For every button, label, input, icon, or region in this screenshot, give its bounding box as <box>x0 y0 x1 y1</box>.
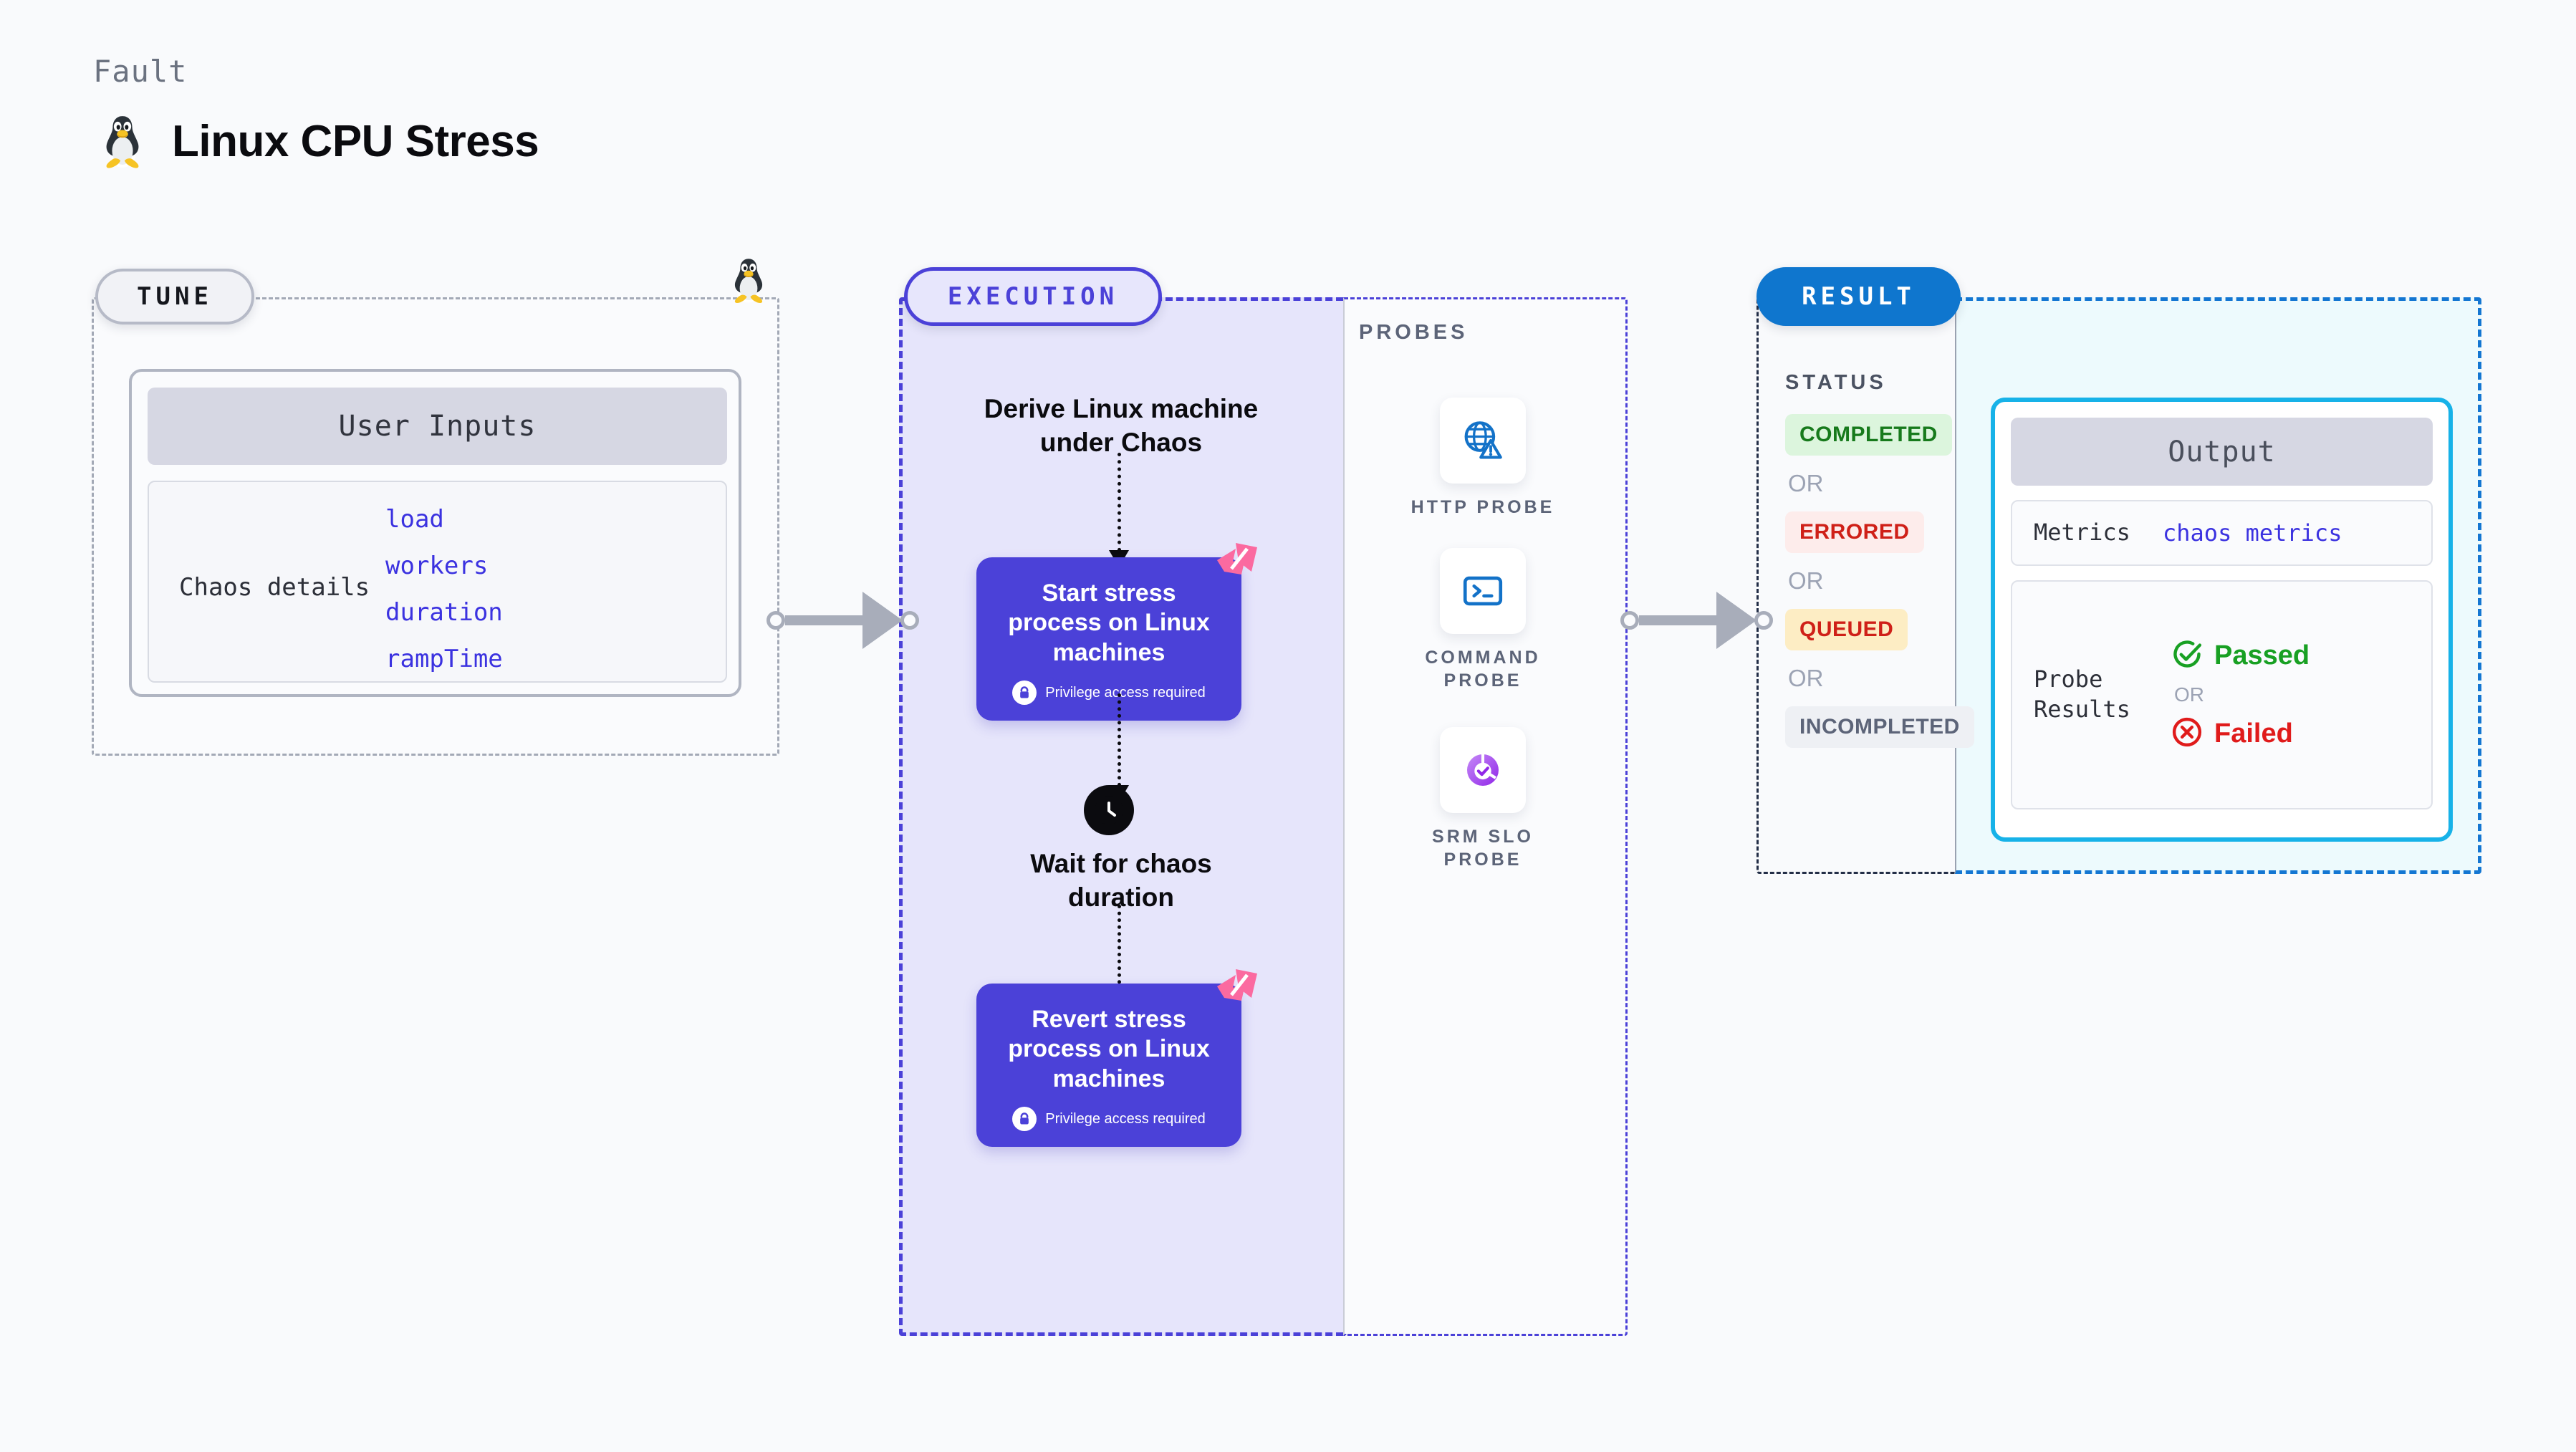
terminal-icon <box>1440 548 1526 634</box>
arrow-head-icon <box>1716 592 1756 649</box>
probe-srm-slo-label: SRM SLO PROBE <box>1432 827 1534 870</box>
status-list: COMPLETED OR ERRORED OR QUEUED OR INCOMP… <box>1785 414 1974 748</box>
connector-line <box>785 615 862 625</box>
probe-srm-slo[interactable]: SRM SLO PROBE <box>1390 727 1576 871</box>
srm-slo-donut-icon <box>1440 727 1526 813</box>
status-badge: QUEUED <box>1785 609 1908 650</box>
list-item: workers <box>385 552 489 580</box>
output-metrics-label: Metrics <box>2034 519 2130 547</box>
status-section-label: STATUS <box>1785 371 1887 394</box>
probe-http-label: HTTP PROBE <box>1410 497 1555 517</box>
status-badge: ERRORED <box>1785 511 1924 553</box>
probe-http[interactable]: HTTP PROBE <box>1390 398 1576 519</box>
page-header: Linux CPU Stress <box>100 113 539 169</box>
execution-step-wait: Wait for chaos duration <box>899 847 1343 914</box>
privilege-note-label: Privilege access required <box>1045 684 1206 701</box>
linux-tux-icon <box>100 113 145 169</box>
probe-command[interactable]: COMMAND PROBE <box>1390 548 1576 692</box>
probe-result-failed: Failed <box>2171 716 2310 751</box>
execution-card-revert-stress[interactable]: Revert stress process on Linux machines … <box>976 969 1257 1148</box>
execution-step-derive: Derive Linux machine under Chaos <box>899 393 1343 459</box>
chaos-details-label: Chaos details <box>179 573 370 602</box>
x-circle-icon <box>2171 716 2203 751</box>
connector-dot <box>1620 611 1639 630</box>
arrow-head-icon <box>862 592 903 649</box>
lock-icon <box>1012 681 1037 706</box>
output-metrics-row: Metrics chaos metrics <box>2011 500 2433 566</box>
probe-result-passed: Passed <box>2171 638 2310 673</box>
output-metrics-value: chaos metrics <box>2163 519 2342 547</box>
page-title: Linux CPU Stress <box>172 116 539 166</box>
flow-arrow-icon <box>1109 453 1129 567</box>
list-item: duration <box>385 598 503 627</box>
output-probe-results-row: Probe Results Passed OR <box>2011 580 2433 809</box>
execution-step-derive-line2: under Chaos <box>1039 427 1203 457</box>
output-card: Output Metrics chaos metrics Probe Resul… <box>1991 398 2453 842</box>
result-status-region <box>1756 297 1956 874</box>
linux-tux-icon <box>729 256 768 304</box>
or-separator: OR <box>2174 683 2204 706</box>
privilege-note: Privilege access required <box>1012 681 1206 706</box>
lock-icon <box>1012 1107 1037 1132</box>
or-separator: OR <box>1788 470 1824 496</box>
check-circle-icon <box>2171 638 2203 673</box>
user-inputs-card: User Inputs Chaos details load workers d… <box>129 369 741 697</box>
tune-pill-label: TUNE <box>95 269 254 324</box>
list-item: rampTime <box>385 645 503 673</box>
status-badge: INCOMPLETED <box>1785 706 1974 748</box>
connector-tune-to-execution <box>766 592 919 649</box>
privilege-note-label: Privilege access required <box>1045 1110 1206 1127</box>
result-pill-label: RESULT <box>1756 267 1961 326</box>
execution-card-start-stress[interactable]: Start stress process on Linux machines P… <box>976 543 1257 721</box>
page-kicker: Fault <box>93 54 188 89</box>
privilege-note: Privilege access required <box>1012 1107 1206 1132</box>
chaos-ribbon-icon <box>1214 540 1260 585</box>
or-separator: OR <box>1788 567 1824 594</box>
output-card-title: Output <box>2011 418 2433 486</box>
probe-result-passed-label: Passed <box>2214 640 2310 670</box>
execution-step-wait-line2: duration <box>1068 882 1174 912</box>
probe-result-failed-label: Failed <box>2214 718 2293 749</box>
probe-result-values: Passed OR Failed <box>2163 638 2310 751</box>
output-probe-results-label: Probe Results <box>2034 665 2130 723</box>
chaos-ribbon-icon <box>1214 966 1260 1011</box>
connector-line <box>1639 615 1716 625</box>
connector-dot <box>766 611 785 630</box>
connector-dot <box>1754 611 1773 630</box>
user-inputs-title: User Inputs <box>148 388 727 465</box>
execution-card-title: Start stress process on Linux machines <box>1008 580 1210 666</box>
execution-card-title: Revert stress process on Linux machines <box>1008 1006 1210 1092</box>
probes-section-label: PROBES <box>1359 321 1469 344</box>
execution-step-derive-line1: Derive Linux machine <box>984 394 1259 423</box>
globe-warning-icon <box>1440 398 1526 484</box>
chaos-details-box: Chaos details load workers duration ramp… <box>148 481 727 683</box>
or-separator: OR <box>1788 665 1824 691</box>
chaos-parameter-list: load workers duration rampTime <box>385 505 503 673</box>
execution-pill-label: EXECUTION <box>904 267 1162 326</box>
status-badge: COMPLETED <box>1785 414 1952 456</box>
list-item: load <box>385 505 444 534</box>
probe-command-label: COMMAND PROBE <box>1425 648 1541 691</box>
execution-step-wait-line1: Wait for chaos <box>1030 849 1212 878</box>
clock-icon <box>1084 785 1134 835</box>
connector-dot <box>900 611 919 630</box>
connector-execution-to-result <box>1620 592 1773 649</box>
